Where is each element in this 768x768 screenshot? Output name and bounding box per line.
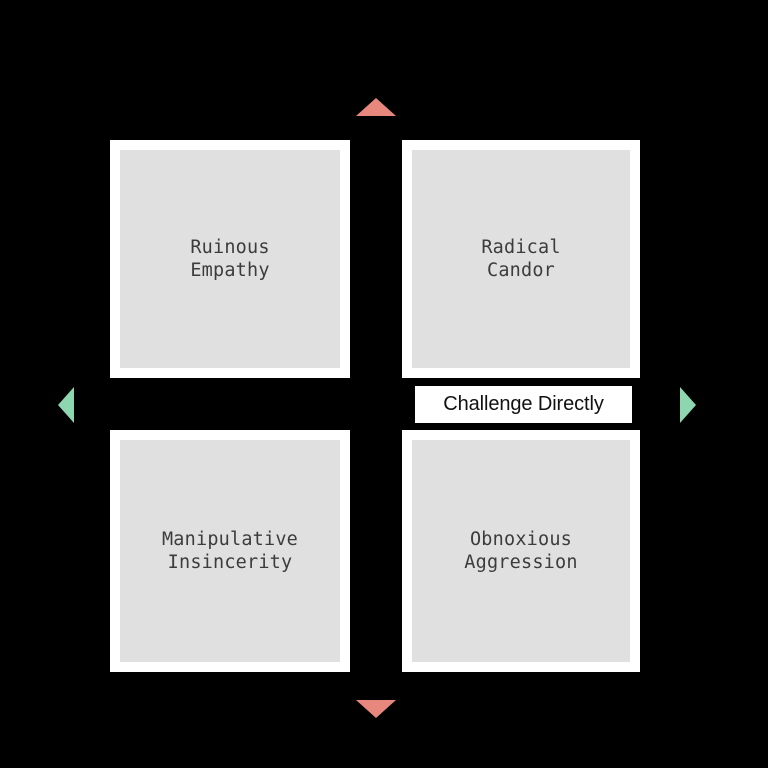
quadrant-manipulative-insincerity[interactable]: Manipulative Insincerity	[110, 430, 350, 672]
quadrant-obnoxious-aggression[interactable]: Obnoxious Aggression	[402, 430, 640, 672]
quadrant-ruinous-empathy[interactable]: Ruinous Empathy	[110, 140, 350, 378]
quadrant-obnoxious-aggression-label: Obnoxious Aggression	[464, 528, 578, 573]
quadrant-obnoxious-aggression-body: Obnoxious Aggression	[412, 440, 630, 662]
arrow-right-icon	[680, 387, 696, 423]
quadrant-radical-candor[interactable]: Radical Candor	[402, 140, 640, 378]
quadrant-manipulative-insincerity-label: Manipulative Insincerity	[161, 528, 299, 573]
axis-label-challenge-directly-text: Challenge Directly	[443, 393, 604, 415]
arrow-left-icon	[58, 387, 74, 423]
quadrant-radical-candor-body: Radical Candor	[412, 150, 630, 368]
quadrant-ruinous-empathy-label: Ruinous Empathy	[190, 236, 270, 281]
quadrant-manipulative-insincerity-body: Manipulative Insincerity	[120, 440, 340, 662]
axis-label-challenge-directly: Challenge Directly	[415, 386, 632, 423]
quadrant-ruinous-empathy-body: Ruinous Empathy	[120, 150, 340, 368]
arrow-down-icon	[356, 700, 396, 718]
arrow-up-icon	[356, 98, 396, 116]
quadrant-radical-candor-label: Radical Candor	[481, 236, 561, 281]
